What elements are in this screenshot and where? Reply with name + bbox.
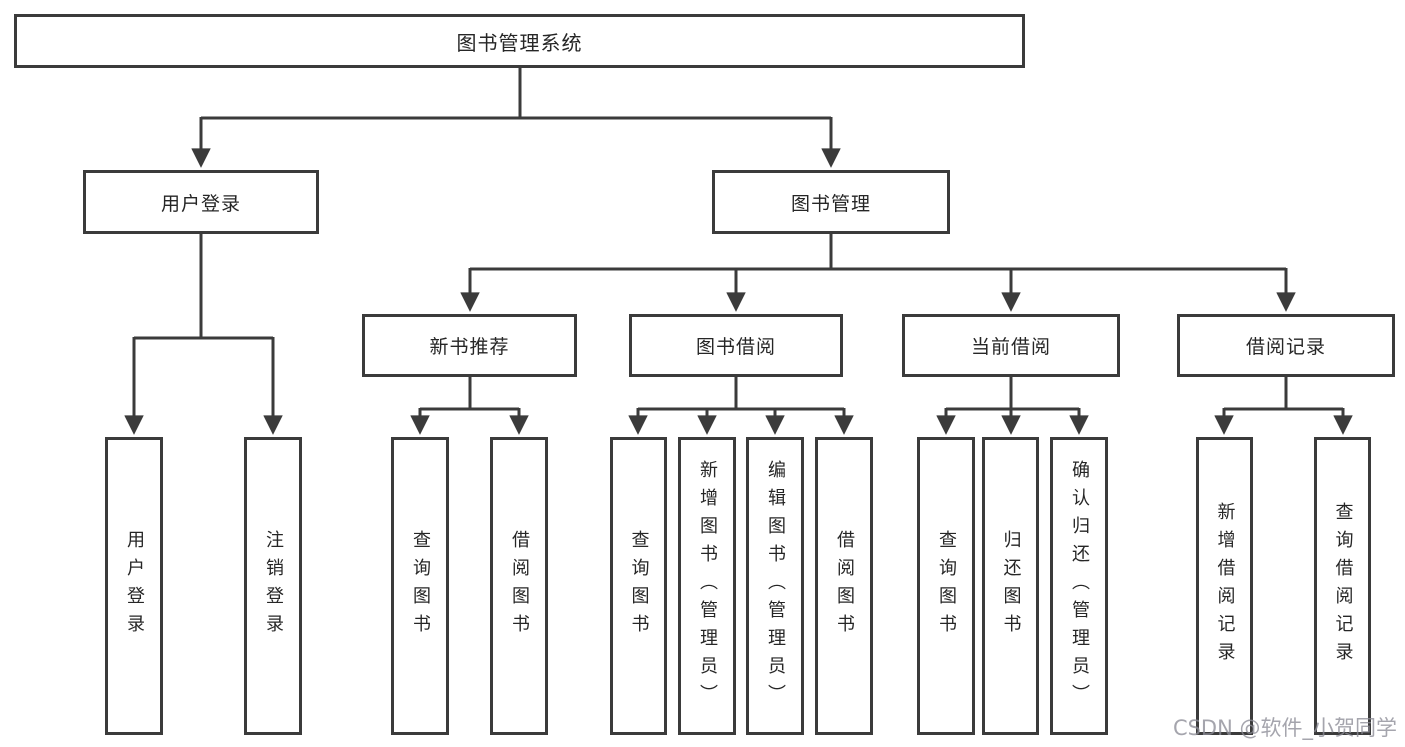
node-current-return-books: 归还图书 bbox=[982, 437, 1039, 735]
node-borrow-edit-books-admin: 编辑图书（管理员） bbox=[746, 437, 804, 735]
node-borrowing-records: 借阅记录 bbox=[1177, 314, 1395, 377]
connector-bars bbox=[134, 68, 1343, 411]
node-current-borrowing: 当前借阅 bbox=[902, 314, 1120, 377]
node-library-management-system: 图书管理系统 bbox=[14, 14, 1025, 68]
node-leaf-logout: 注销登录 bbox=[244, 437, 302, 735]
node-records-query-record: 查询借阅记录 bbox=[1314, 437, 1371, 735]
node-current-query-books: 查询图书 bbox=[917, 437, 975, 735]
node-user-login: 用户登录 bbox=[83, 170, 319, 234]
node-records-add-record: 新增借阅记录 bbox=[1196, 437, 1253, 735]
node-leaf-user-login: 用户登录 bbox=[105, 437, 163, 735]
watermark: CSDN @软件_小贺同学 bbox=[1172, 716, 1397, 740]
node-newrec-query-books: 查询图书 bbox=[391, 437, 449, 735]
node-borrow-query-books: 查询图书 bbox=[610, 437, 667, 735]
node-borrow-borrow-books: 借阅图书 bbox=[815, 437, 873, 735]
node-book-management: 图书管理 bbox=[712, 170, 950, 234]
node-newrec-borrow-books: 借阅图书 bbox=[490, 437, 548, 735]
node-current-confirm-return-admin: 确认归还（管理员） bbox=[1050, 437, 1108, 735]
node-book-borrowing: 图书借阅 bbox=[629, 314, 843, 377]
node-new-book-recommendation: 新书推荐 bbox=[362, 314, 577, 377]
node-borrow-add-books-admin: 新增图书（管理员） bbox=[678, 437, 736, 735]
